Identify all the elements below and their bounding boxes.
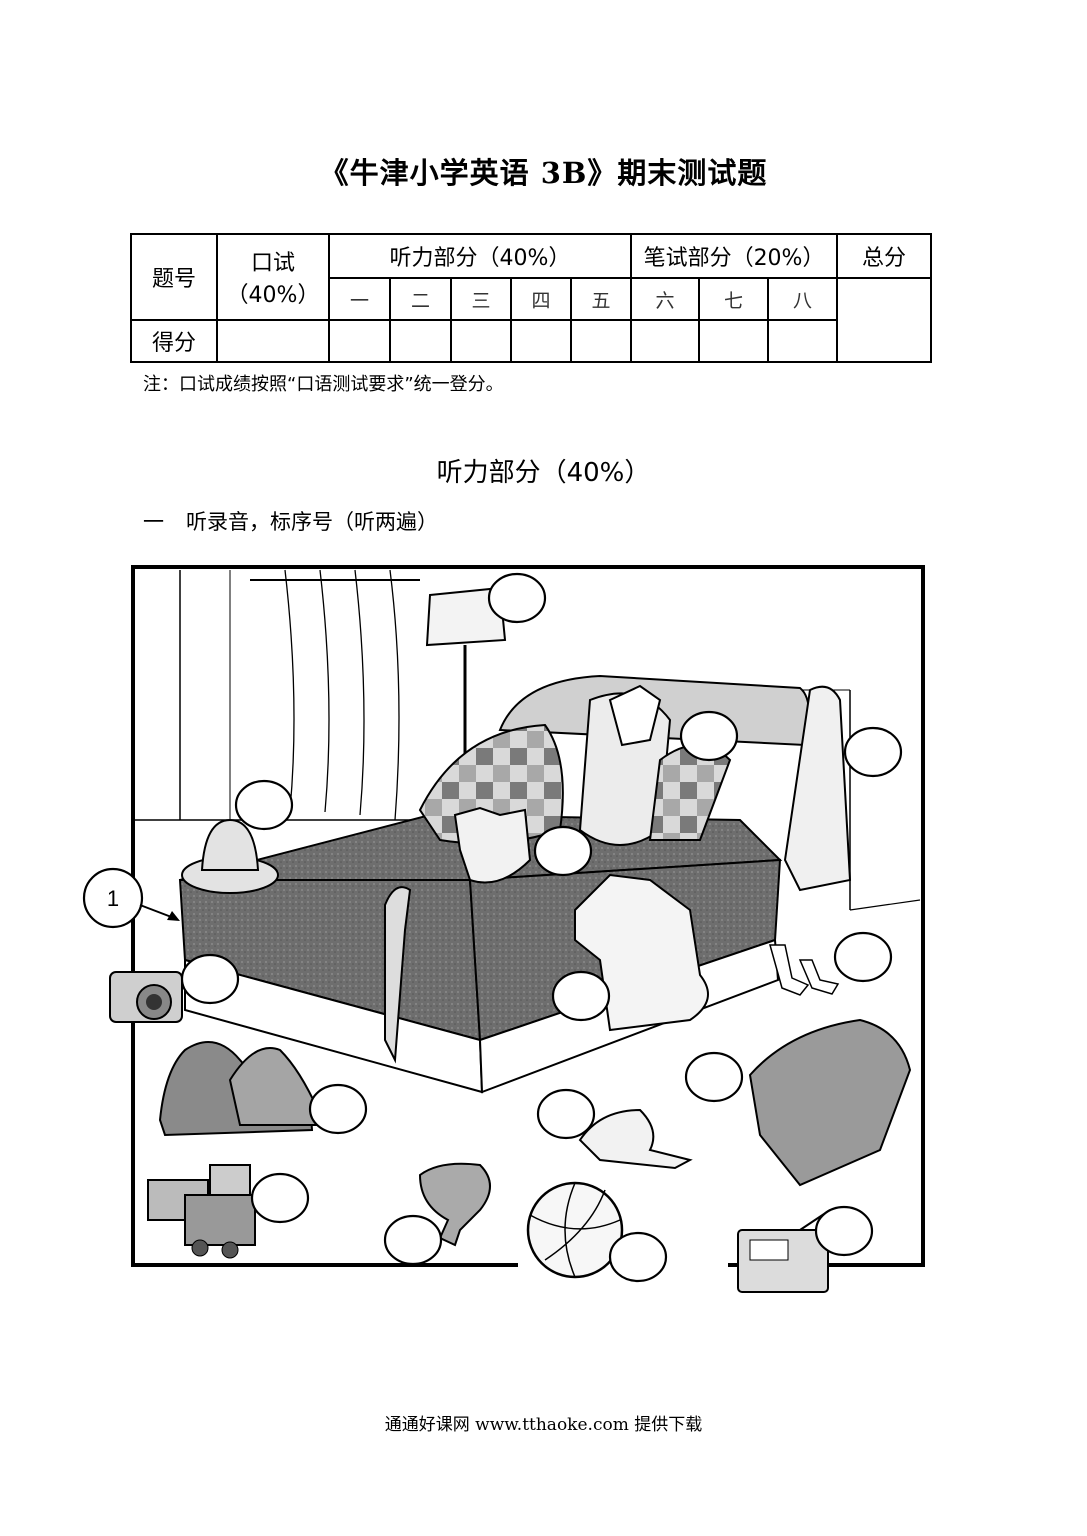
answer-circle	[383, 1214, 443, 1266]
total-header: 总分	[836, 233, 933, 279]
table-note: 注：口试成绩按照“口语测试要求”统一登分。	[143, 374, 504, 395]
score-cell[interactable]	[510, 319, 572, 363]
belt	[418, 1162, 491, 1247]
shoes	[158, 1041, 319, 1137]
answer-circle	[814, 1205, 874, 1257]
item-header: 六	[630, 277, 701, 321]
item-header: 八	[767, 277, 839, 321]
bed	[178, 674, 810, 1094]
question-number: 一	[143, 510, 164, 534]
example-marker: 1	[82, 867, 180, 929]
cap	[578, 1108, 693, 1170]
footer-text: 通通好课网 www.tthaoke.com 提供下载	[384, 1415, 703, 1435]
oral-percent: （40%）	[226, 283, 320, 308]
score-row-label: 得分	[130, 319, 218, 363]
score-cell[interactable]	[569, 319, 633, 363]
tie	[384, 886, 412, 1064]
exam-title: 《牛津小学英语 3B》期末测试题	[319, 156, 768, 190]
answer-circle	[533, 825, 593, 877]
shirt	[608, 684, 662, 747]
writing-header: 笔试部分（20%）	[630, 233, 839, 279]
answer-circle	[234, 779, 294, 831]
bedroom-picture: 1	[82, 565, 925, 1293]
hat	[181, 818, 279, 894]
t-shirt	[453, 806, 532, 884]
answer-circle	[608, 1231, 668, 1283]
question-1-heading: 一听录音，标序号（听两遍）	[143, 506, 438, 536]
answer-circle	[679, 710, 739, 762]
basketball	[526, 1181, 624, 1279]
listening-header: 听力部分（40%）	[327, 233, 633, 279]
score-table: 题号 口试 （40%） 听力部分（40%） 笔试部分（20%） 总分 一 二 三…	[130, 233, 933, 363]
answer-circle	[536, 1088, 596, 1140]
train-toy	[147, 1164, 256, 1259]
answer-circles	[180, 572, 903, 1283]
score-cell[interactable]	[450, 319, 512, 363]
section-title: 听力部分（40%）	[436, 458, 651, 488]
oral-header: 口试 （40%）	[216, 233, 330, 321]
answer-circle	[180, 953, 240, 1005]
score-cell[interactable]	[389, 319, 452, 363]
item-header: 二	[389, 277, 452, 321]
score-cell[interactable]	[216, 319, 330, 363]
coat	[783, 685, 852, 892]
total-score-cell[interactable]	[836, 277, 933, 363]
answer-circle	[551, 970, 611, 1022]
answer-circle	[250, 1172, 310, 1224]
item-header: 七	[698, 277, 770, 321]
item-header: 四	[510, 277, 572, 321]
item-header: 三	[450, 277, 512, 321]
answer-circle	[308, 1083, 368, 1135]
jeans	[748, 1018, 912, 1187]
camera-icon	[109, 971, 183, 1023]
row-header-label: 题号	[130, 233, 218, 321]
answer-circle	[843, 726, 903, 778]
answer-circle	[487, 572, 547, 624]
item-header: 一	[328, 277, 391, 321]
score-cell[interactable]	[767, 319, 839, 363]
score-cell[interactable]	[328, 319, 391, 363]
item-header: 五	[569, 277, 633, 321]
score-cell[interactable]	[698, 319, 770, 363]
example-number: 1	[107, 886, 119, 911]
question-instruction: 听录音，标序号（听两遍）	[186, 510, 438, 534]
radio	[737, 1209, 831, 1293]
score-cell[interactable]	[630, 319, 701, 363]
socks	[769, 944, 840, 996]
arrow-head	[167, 911, 180, 921]
oral-label: 口试	[250, 251, 295, 276]
answer-circle	[684, 1051, 744, 1103]
answer-circle	[833, 931, 893, 983]
